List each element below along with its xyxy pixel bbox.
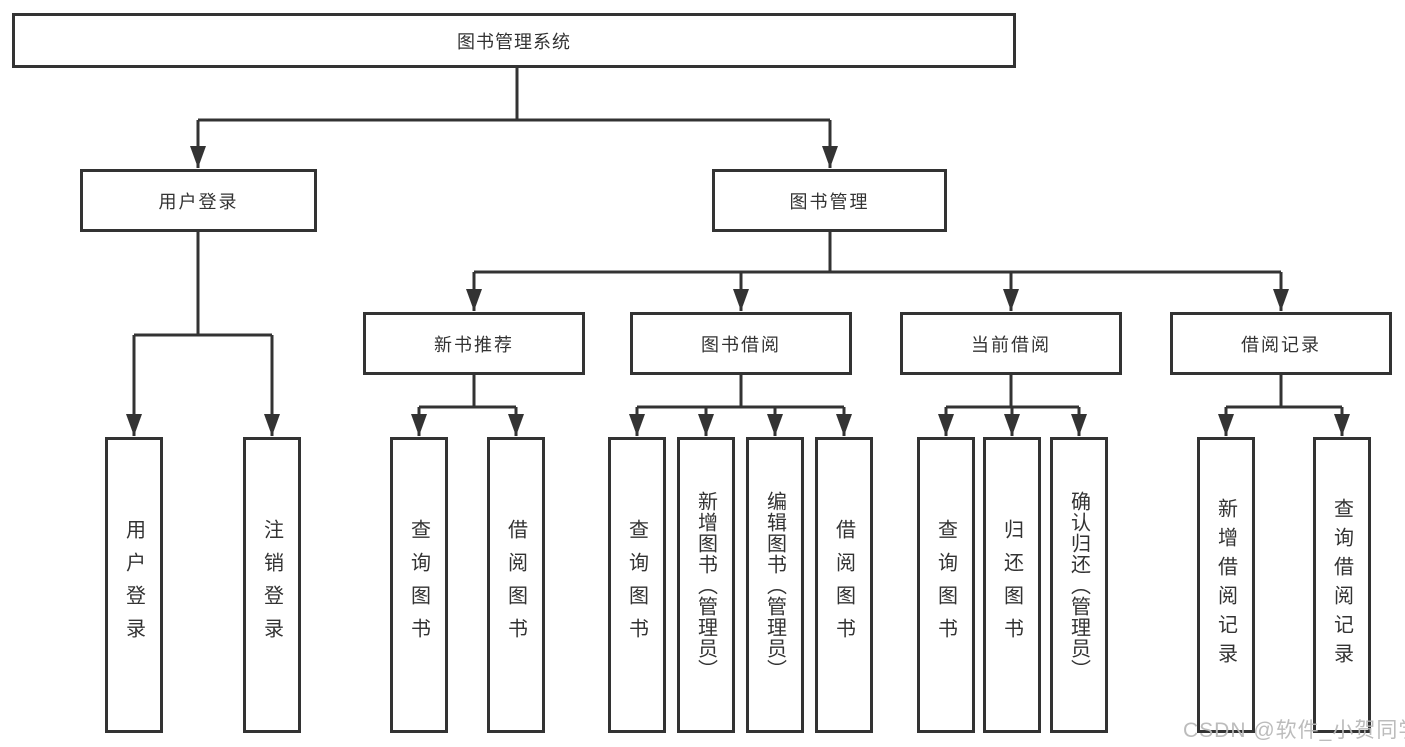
node-new-book-recommend: 新书推荐 [363,312,585,375]
node-library-system-root: 图书管理系统 [12,13,1016,68]
node-current-borrowing: 当前借阅 [900,312,1122,375]
leaf-recommend-borrow-books: 借阅图书 [487,437,545,733]
leaf-add-books-admin: 新增图书（管理员） [677,437,735,733]
leaf-logout: 注销登录 [243,437,301,733]
node-borrowing-records: 借阅记录 [1170,312,1392,375]
leaf-edit-books-admin: 编辑图书（管理员） [746,437,804,733]
leaf-borrowing-borrow-books: 借阅图书 [815,437,873,733]
node-book-borrowing: 图书借阅 [630,312,852,375]
leaf-user-login: 用户登录 [105,437,163,733]
leaf-return-books: 归还图书 [983,437,1041,733]
leaf-recommend-query-books: 查询图书 [390,437,448,733]
leaf-add-borrow-record: 新增借阅记录 [1197,437,1255,733]
leaf-borrowing-query-books: 查询图书 [608,437,666,733]
leaf-confirm-return-admin: 确认归还（管理员） [1050,437,1108,733]
leaf-query-borrow-record: 查询借阅记录 [1313,437,1371,733]
node-user-login: 用户登录 [80,169,317,232]
node-book-management: 图书管理 [712,169,947,232]
leaf-current-query-books: 查询图书 [917,437,975,733]
